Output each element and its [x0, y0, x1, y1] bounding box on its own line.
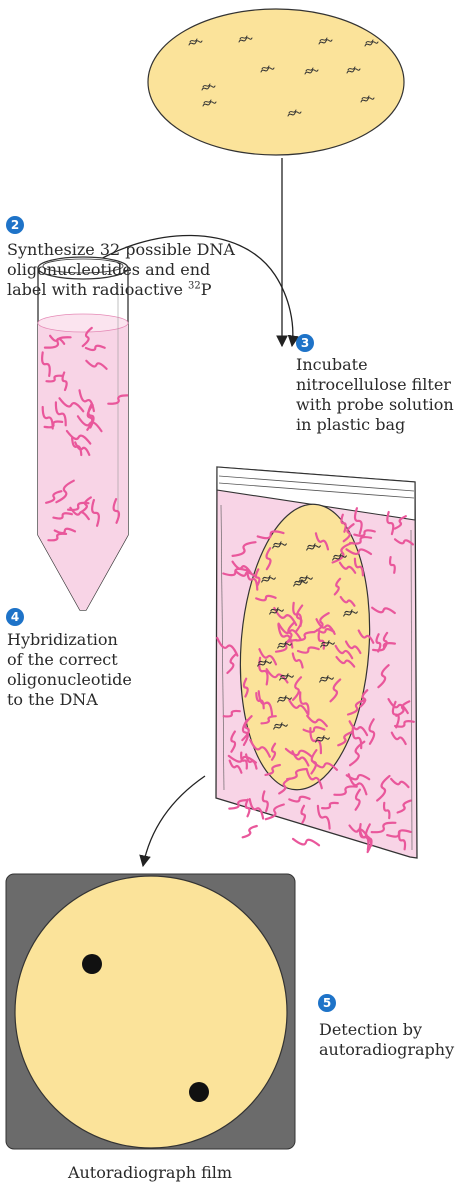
- step-3-description: Incubate nitrocellulose filter with prob…: [296, 355, 454, 435]
- step-3-line-3: with probe solution: [296, 395, 454, 415]
- step-2-badge: 2: [6, 216, 24, 234]
- autoradiograph-film: [6, 874, 295, 1149]
- step-3-line-4: in plastic bag: [296, 415, 454, 435]
- step-4-line-2: of the correct: [7, 650, 132, 670]
- step-2-line-1: Synthesize 32 possible DNA: [7, 240, 235, 260]
- probe-strand: [272, 744, 275, 760]
- isotope-symbol: P: [201, 280, 212, 299]
- step-4-line-3: oligonucleotide: [7, 670, 132, 690]
- step-3-line-2: nitrocellulose filter: [296, 375, 454, 395]
- step-3-line-1: Incubate: [296, 355, 454, 375]
- arrow-bag-to-film: [143, 776, 205, 866]
- film-disc: [15, 876, 287, 1148]
- probe-strand: [293, 839, 319, 845]
- step-5-description: Detection by autoradiography: [319, 1020, 454, 1060]
- step-5-line-1: Detection by: [319, 1020, 454, 1040]
- test-tube: [38, 257, 129, 622]
- hybridization-spot: [189, 1082, 209, 1102]
- step-3-badge: 3: [296, 334, 314, 352]
- step-2-line-3: label with radioactive 32P: [7, 280, 235, 300]
- step-5-line-2: autoradiography: [319, 1040, 454, 1060]
- probe-strand: [243, 826, 257, 837]
- plastic-bag: [216, 467, 417, 858]
- isotope-mass-number: 32: [188, 281, 201, 292]
- step-4-line-4: to the DNA: [7, 690, 132, 710]
- film-caption: Autoradiograph film: [0, 1163, 300, 1183]
- hybridization-spot: [82, 954, 102, 974]
- step-2-line-3-text: label with radioactive: [7, 280, 188, 299]
- step-4-description: Hybridization of the correct oligonucleo…: [7, 630, 132, 710]
- step-2-line-2: oligonucleotides and end: [7, 260, 235, 280]
- step-4-badge: 4: [6, 608, 24, 626]
- step-2-description: Synthesize 32 possible DNA oligonucleoti…: [7, 240, 235, 300]
- step-5-badge: 5: [318, 994, 336, 1012]
- step-4-line-1: Hybridization: [7, 630, 132, 650]
- colony-plate: [148, 9, 404, 155]
